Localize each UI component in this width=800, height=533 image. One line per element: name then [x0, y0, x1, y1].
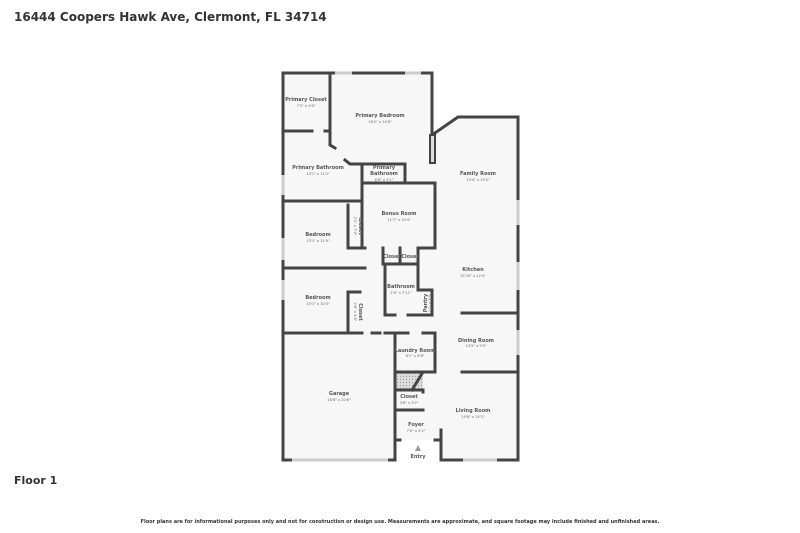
room-dims: 5'9" x 7'11": [390, 291, 411, 295]
room-dims: 13'5" x 9'5": [465, 344, 486, 348]
room-dims: 6'1" x 6'8": [406, 354, 425, 358]
room-name: Garage: [329, 391, 350, 397]
room-name: Primary Bathroom: [292, 165, 344, 171]
room-dims: 15'10" x 12'4": [460, 274, 486, 278]
room-name: Bedroom: [305, 295, 330, 301]
windows: [281, 71, 520, 462]
walls: [281, 71, 520, 462]
room-name: Primary Bathroom: [370, 165, 398, 177]
room-dims: 16'8" x 20'6": [327, 398, 351, 402]
room-dims: 7'5" x 9'6": [297, 104, 316, 108]
room-dims: 11'7" x 10'4": [387, 218, 411, 222]
room-name: Primary Bedroom: [355, 113, 404, 119]
room-dims: 16'2" x 14'8": [368, 120, 392, 124]
room-dims: 13'1" x 11'2": [306, 172, 330, 176]
room-name: Closet: [357, 217, 363, 235]
floor-label: Floor 1: [14, 474, 58, 487]
room-name: Family Room: [460, 171, 496, 177]
room-dims: 7'0" x 5'2": [407, 429, 426, 433]
room-dims: 2'1" x 7'0": [353, 217, 357, 236]
property-address: 16444 Coopers Hawk Ave, Clermont, FL 347…: [14, 10, 327, 24]
room-name: Bathroom: [387, 284, 415, 290]
room-dims: 6'8" x 3'1": [375, 178, 394, 182]
room-dims: 13'4" x 19'2": [466, 178, 490, 182]
room-dims: 2'1" x 3'9": [428, 293, 432, 312]
room-name: Kitchen: [462, 267, 484, 273]
room-name: Bedroom: [305, 232, 330, 238]
room-name: Closet: [357, 303, 363, 321]
room-dims: 13'1" x 10'3": [306, 302, 330, 306]
room-dims: 13'1" x 11'9": [306, 239, 330, 243]
room-dims: 3'8" x 3'2": [400, 401, 419, 405]
room-dims: 15'8" x 14'2": [461, 415, 485, 419]
room-name: Closet: [383, 254, 401, 260]
room-name: Closet: [400, 394, 418, 400]
room-dims: 2'8" x 4'8": [353, 303, 357, 322]
floor-fill: [283, 73, 518, 460]
disclaimer: Floor plans are for informational purpos…: [140, 519, 660, 525]
room-name: Foyer: [408, 422, 424, 428]
entry-arrow-icon: [415, 445, 421, 451]
room-name: Laundry Room: [395, 348, 436, 354]
room-name: Entry: [410, 454, 426, 460]
room-name: Bonus Room: [381, 211, 416, 217]
room-name: Living Room: [456, 408, 491, 414]
room-name: Dining Room: [458, 338, 494, 344]
room-name: Closet: [401, 254, 419, 260]
room-name: Primary Closet: [285, 97, 327, 103]
room-name: Pantry: [423, 293, 429, 312]
